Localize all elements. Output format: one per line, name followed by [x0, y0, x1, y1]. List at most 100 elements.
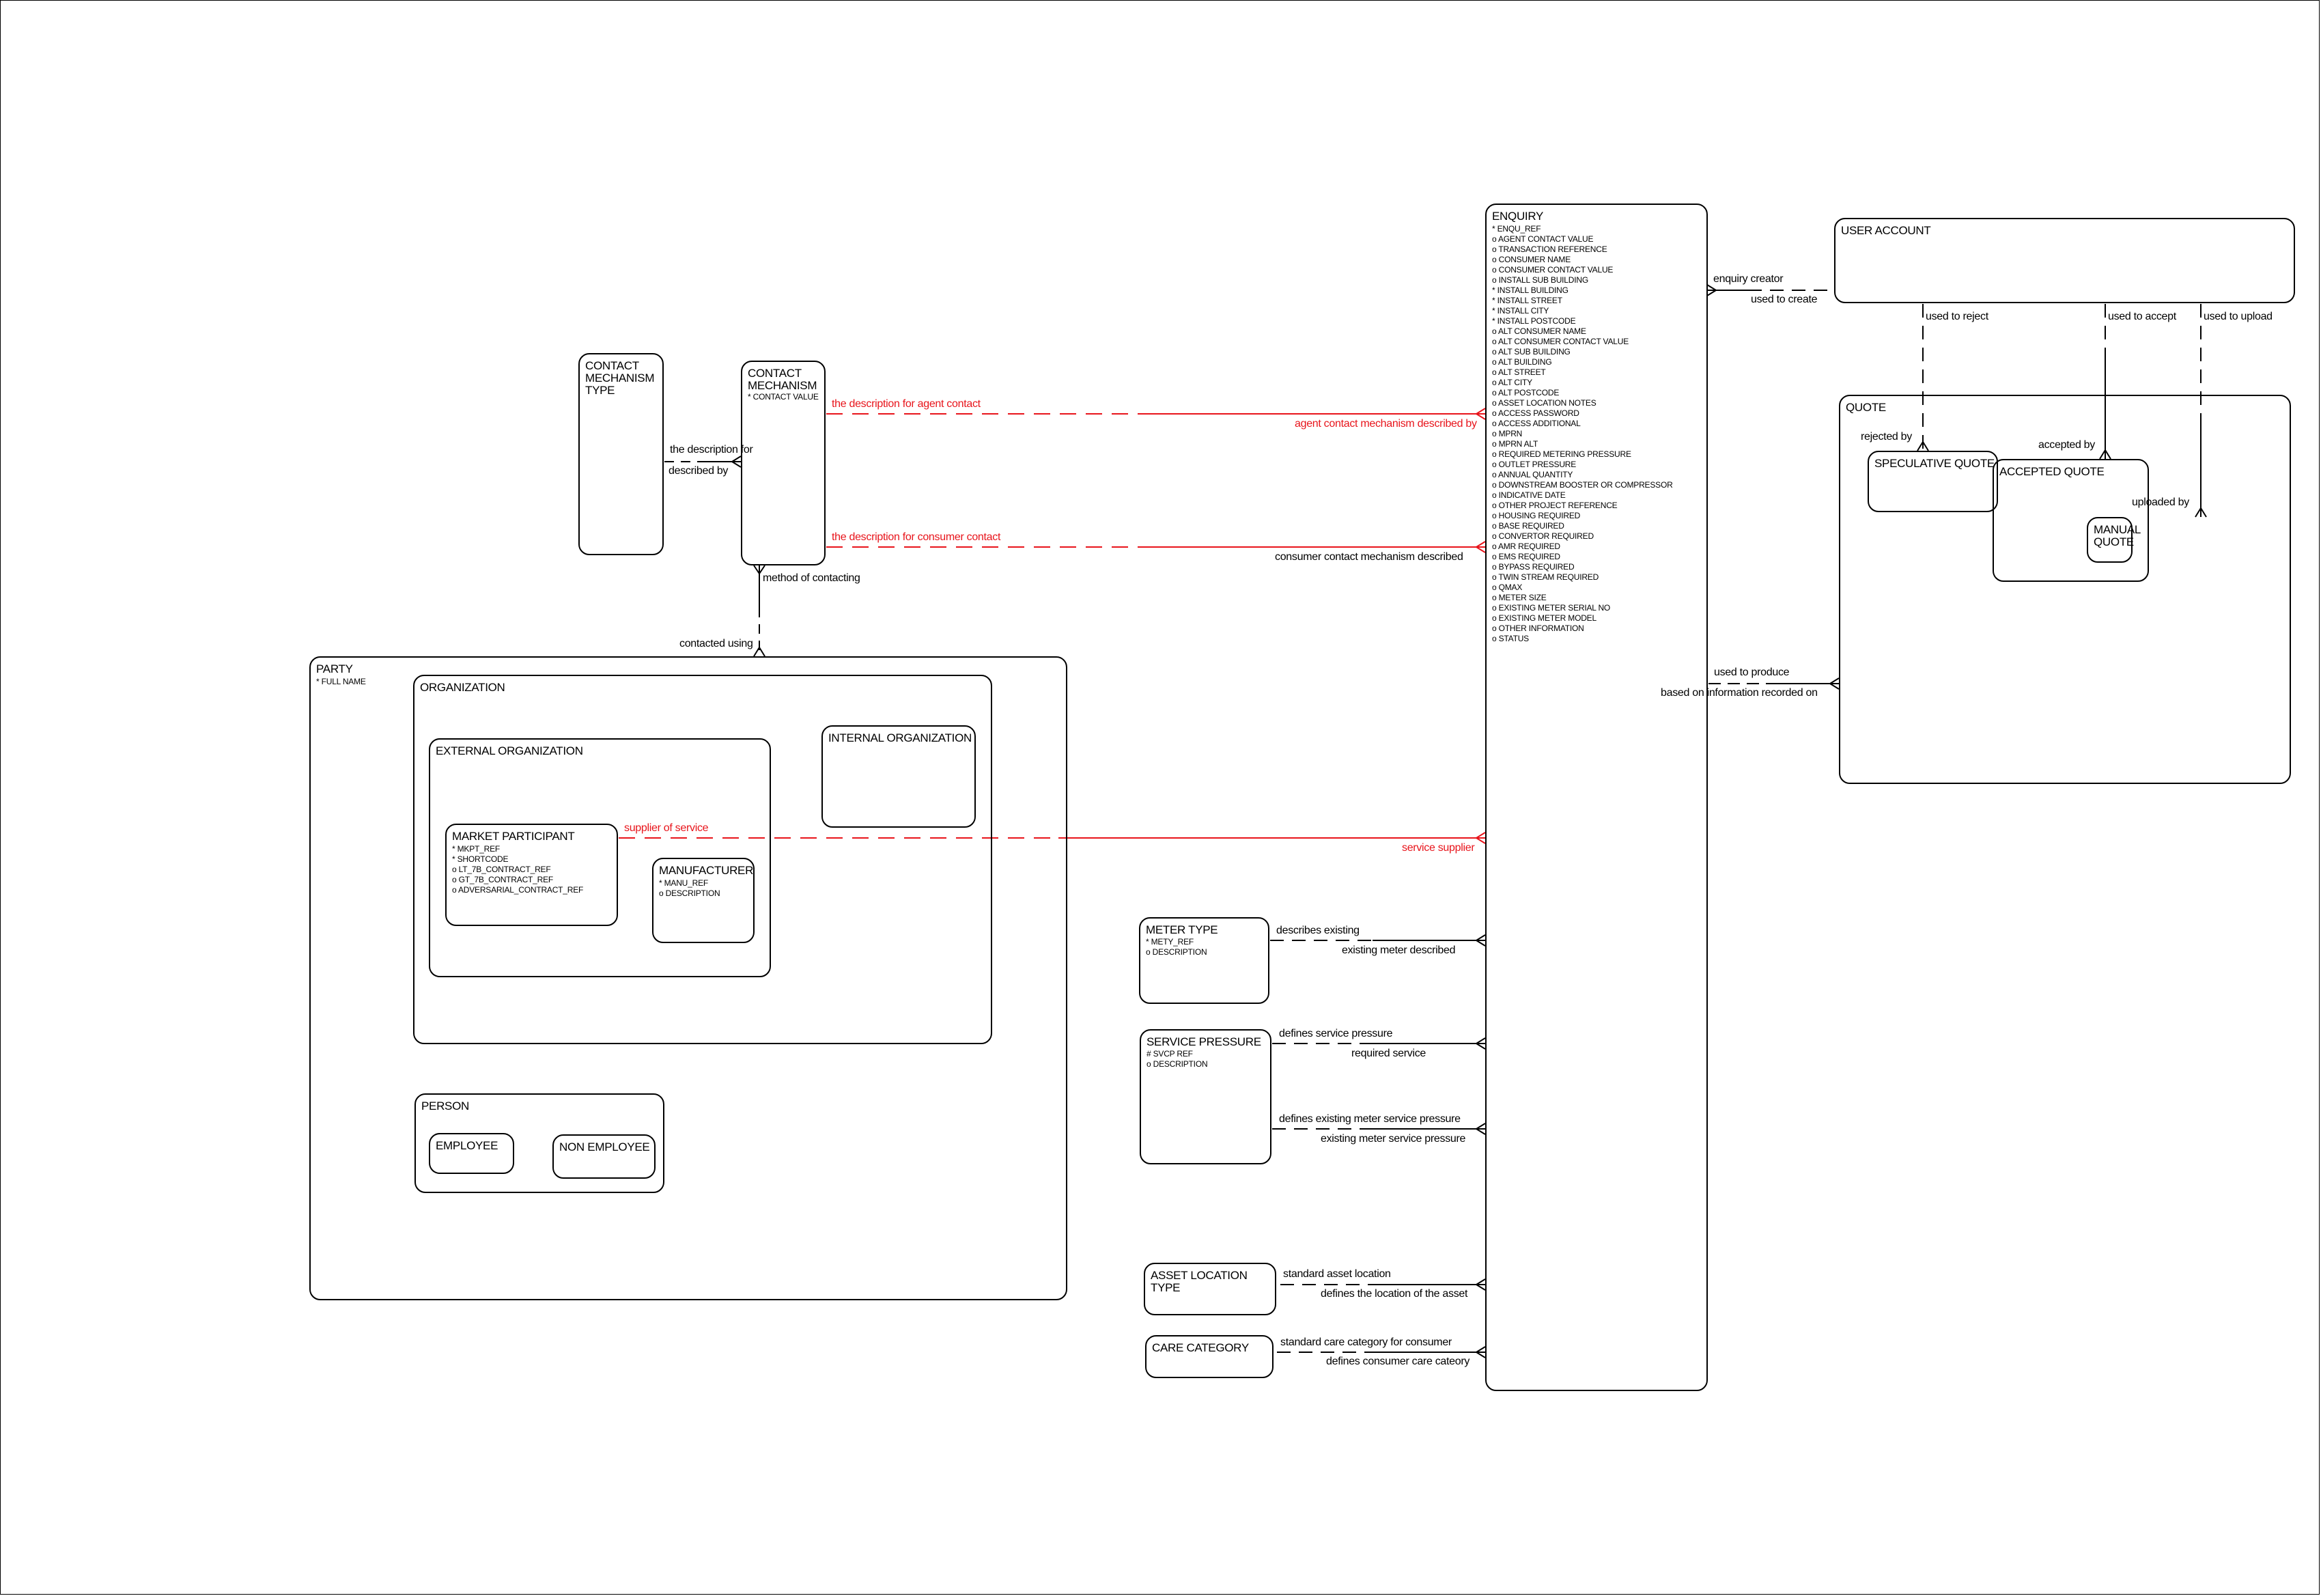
entity-title: SERVICE PRESSURE: [1147, 1035, 1261, 1048]
attribute: * METY_REF: [1146, 937, 1194, 947]
entity-person[interactable]: PERSON: [414, 1093, 664, 1193]
rel-label: rejected by: [1861, 431, 1912, 443]
rel-svcp-required[interactable]: [1272, 1037, 1486, 1050]
attribute: o CONSUMER NAME: [1492, 255, 1571, 264]
attribute: o OTHER PROJECT REFERENCE: [1492, 501, 1618, 510]
entity-title: CONTACT MECHANISM: [748, 367, 817, 392]
entity-quote[interactable]: QUOTE: [1839, 395, 2291, 784]
entity-contact-mechanism-type[interactable]: CONTACT MECHANISM TYPE: [578, 353, 664, 555]
entity-service-pressure[interactable]: SERVICE PRESSURE # SVCP REF o DESCRIPTIO…: [1140, 1029, 1271, 1164]
entity-organization[interactable]: ORGANIZATION: [413, 675, 992, 1044]
rel-ua-speculative[interactable]: [1917, 304, 1929, 451]
attribute: * MANU_REF: [659, 878, 709, 888]
rel-label: service supplier: [1402, 842, 1475, 854]
rel-mp-enquiry[interactable]: [619, 832, 1486, 844]
rel-ua-manual[interactable]: [2195, 304, 2207, 518]
entity-external-organization[interactable]: EXTERNAL ORGANIZATION: [429, 738, 771, 977]
attribute: o CONVERTOR REQUIRED: [1492, 531, 1594, 541]
attribute: o ALT STREET: [1492, 367, 1546, 377]
entity-title: USER ACCOUNT: [1841, 224, 1931, 237]
entity-title: EXTERNAL ORGANIZATION: [436, 744, 583, 757]
entity-title: MARKET PARTICIPANT: [452, 830, 575, 843]
rel-label: required service: [1351, 1048, 1426, 1059]
entity-manufacturer[interactable]: MANUFACTURER * MANU_REF o DESCRIPTION: [652, 858, 755, 943]
rel-metertype-enquiry[interactable]: [1270, 934, 1486, 947]
entity-title: ENQUIRY: [1492, 210, 1544, 223]
attribute: o QMAX: [1492, 583, 1523, 592]
rel-label: agent contact mechanism described by: [1295, 418, 1477, 430]
entity-contact-mechanism[interactable]: CONTACT MECHANISM * CONTACT VALUE: [741, 361, 826, 565]
entity-title: MANUAL QUOTE: [2094, 523, 2141, 548]
attribute: o MPRN ALT: [1492, 439, 1538, 449]
attribute-list: # SVCP REF o DESCRIPTION: [1147, 1049, 1208, 1069]
attribute: o EXISTING METER SERIAL NO: [1492, 603, 1611, 613]
entity-title: EMPLOYEE: [436, 1139, 498, 1152]
rel-label: uploaded by: [2132, 496, 2189, 508]
rel-cm-enquiry-agent[interactable]: [826, 408, 1486, 420]
attribute: * INSTALL STREET: [1492, 296, 1562, 305]
entity-title: SPECULATIVE QUOTE: [1874, 457, 1995, 470]
rel-label: used to upload: [2204, 311, 2273, 322]
attribute: o ALT BUILDING: [1492, 357, 1552, 367]
attribute: * ENQU_REF: [1492, 224, 1541, 234]
rel-svcp-existing[interactable]: [1272, 1123, 1486, 1135]
rel-ua-accepted[interactable]: [2099, 304, 2111, 460]
attribute-list: * MANU_REF o DESCRIPTION: [659, 878, 720, 899]
rel-enquiry-quote[interactable]: [1708, 677, 1840, 690]
entity-care-category[interactable]: CARE CATEGORY: [1145, 1335, 1274, 1378]
attribute: o ALT POSTCODE: [1492, 388, 1560, 397]
rel-label: standard asset location: [1283, 1268, 1391, 1280]
entity-manual-quote[interactable]: MANUAL QUOTE: [2087, 517, 2141, 563]
attribute: * INSTALL POSTCODE: [1492, 316, 1576, 326]
rel-ua-enquiry[interactable]: [1706, 284, 1834, 296]
entity-title: CONTACT MECHANISM TYPE: [585, 359, 655, 397]
entity-party[interactable]: PARTY * FULL NAME: [309, 656, 1067, 1300]
entity-non-employee[interactable]: NON EMPLOYEE: [552, 1134, 656, 1179]
entity-market-participant[interactable]: MARKET PARTICIPANT * MKPT_REF * SHORTCOD…: [445, 824, 618, 926]
rel-care-enquiry[interactable]: [1277, 1346, 1486, 1358]
rel-cm-enquiry-consumer[interactable]: [826, 541, 1486, 553]
attribute: o REQUIRED METERING PRESSURE: [1492, 449, 1631, 459]
entity-title: CARE CATEGORY: [1152, 1341, 1249, 1354]
rel-cmt-cm[interactable]: [664, 456, 742, 468]
attribute: o ALT CITY: [1492, 378, 1532, 387]
attribute: o METER SIZE: [1492, 593, 1547, 602]
rel-label: method of contacting: [763, 572, 860, 584]
entity-title: ASSET LOCATION TYPE: [1151, 1269, 1248, 1294]
rel-label: used to reject: [1926, 311, 1988, 322]
entity-asset-location-type[interactable]: ASSET LOCATION TYPE: [1144, 1263, 1276, 1315]
rel-label: used to create: [1751, 294, 1818, 305]
rel-label: existing meter service pressure: [1321, 1133, 1466, 1145]
attribute: o AGENT CONTACT VALUE: [1492, 234, 1594, 244]
entity-meter-type[interactable]: METER TYPE * METY_REF o DESCRIPTION: [1139, 917, 1269, 1004]
entity-title: NON EMPLOYEE: [559, 1140, 650, 1153]
entity-accepted-quote[interactable]: ACCEPTED QUOTE: [1993, 459, 2149, 582]
entity-internal-organization[interactable]: INTERNAL ORGANIZATION: [821, 725, 976, 828]
entity-title: PARTY: [316, 662, 353, 675]
rel-label: consumer contact mechanism described: [1275, 551, 1463, 563]
entity-title: QUOTE: [1846, 401, 1886, 414]
rel-assetloc-enquiry[interactable]: [1280, 1278, 1486, 1291]
attribute: o MPRN: [1492, 429, 1523, 438]
entity-user-account[interactable]: USER ACCOUNT: [1834, 218, 2295, 303]
attribute: o GT_7B_CONTRACT_REF: [452, 875, 554, 884]
attribute: o TRANSACTION REFERENCE: [1492, 244, 1607, 254]
entity-employee[interactable]: EMPLOYEE: [429, 1133, 514, 1174]
rel-label: the description for consumer contact: [832, 531, 1001, 543]
rel-cm-party[interactable]: [753, 565, 765, 657]
rel-label: accepted by: [2038, 439, 2095, 451]
attribute: * INSTALL CITY: [1492, 306, 1549, 316]
entity-speculative-quote[interactable]: SPECULATIVE QUOTE: [1868, 451, 1998, 512]
attribute-list: * CONTACT VALUE: [748, 392, 819, 402]
attribute: * MKPT_REF: [452, 844, 501, 854]
attribute: o HOUSING REQUIRED: [1492, 511, 1581, 520]
rel-label: the description for agent contact: [832, 398, 981, 410]
entity-title: ACCEPTED QUOTE: [1999, 465, 2105, 478]
rel-label: defines consumer care cateory: [1326, 1356, 1470, 1367]
attribute: # SVCP REF: [1147, 1049, 1193, 1059]
attribute: o OTHER INFORMATION: [1492, 624, 1584, 633]
attribute: o INSTALL SUB BUILDING: [1492, 275, 1588, 285]
